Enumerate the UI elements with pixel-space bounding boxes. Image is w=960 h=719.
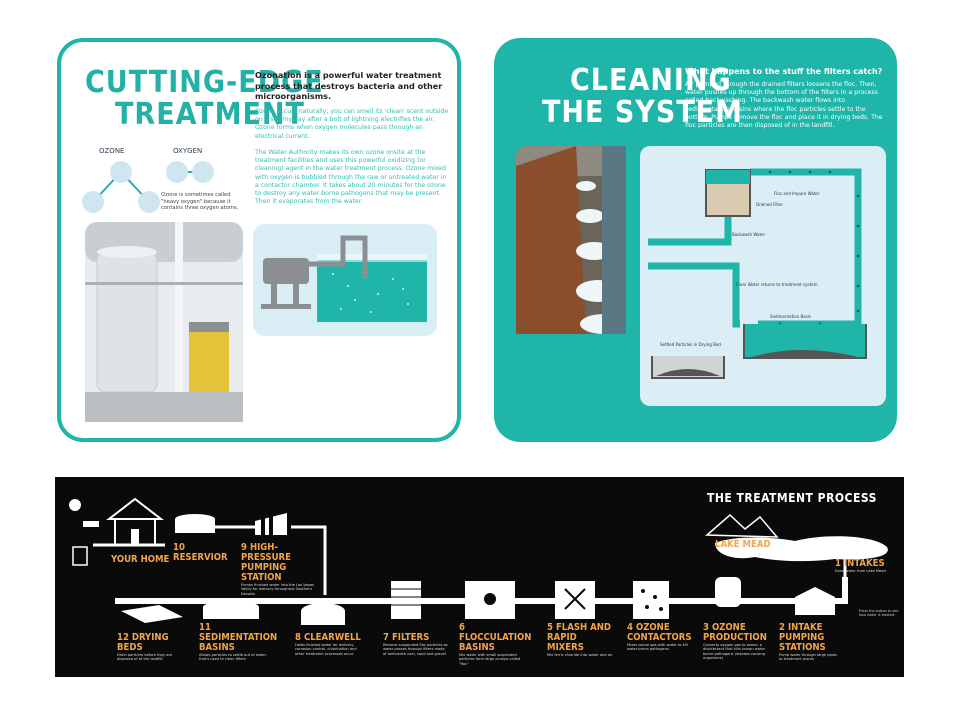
step-desc: Holds finished water for delivery, corro…: [295, 642, 357, 656]
step-number: 1: [835, 558, 841, 569]
step-name: HIGH-PRESSURE PUMPING STATION: [241, 542, 291, 583]
cleaning-title-line2: THE SYSTEM: [542, 95, 743, 130]
button-note: Press the button to see how water is tre…: [859, 609, 899, 618]
step-8: 8 CLEARWELL Holds finished water for del…: [295, 633, 367, 656]
step-9: 9 HIGH-PRESSURE PUMPING STATION Pumps fi…: [241, 543, 321, 596]
diagram-label-floc: Floc and Impure Water: [774, 191, 820, 196]
step-10: 10 RESERVIOR: [173, 543, 233, 563]
step-1: 1 INTAKES Draw water from Lake Mead: [835, 559, 901, 573]
step-number: 8: [295, 632, 301, 643]
lead-text: Ozonation is a powerful water treatment …: [255, 70, 443, 102]
step-number: 2: [779, 622, 785, 633]
step-name: SEDIMENTATION BASINS: [199, 631, 278, 653]
ozone-facility-photo: [85, 222, 243, 422]
step-number: 12: [117, 632, 129, 643]
panel-title-line2: TREATMENT: [115, 97, 305, 132]
panel-title-line1: CUTTING-EDGE: [85, 65, 324, 100]
step-name: INTAKE PUMPING STATIONS: [779, 622, 826, 653]
backwash-photo: [516, 146, 626, 334]
filters-question: What happens to the stuff the filters ca…: [685, 67, 883, 76]
oxygen-label: OXYGEN: [173, 147, 203, 155]
step-number: 6: [459, 622, 465, 633]
step-6: 6 FLOCCULATION BASINS Mix water with sma…: [459, 622, 532, 666]
process-title: THE TREATMENT PROCESS: [707, 491, 877, 505]
step-number: 5: [547, 622, 553, 633]
step-7: 7 FILTERS Remove suspended floc particle…: [383, 633, 449, 656]
step-12: 12 DRYING BEDS Drain particles before th…: [117, 633, 187, 662]
step-desc: Pumps finished water into the Las Vegas …: [241, 582, 314, 596]
step-desc: Converts oxygen gas to ozone, a disinfec…: [703, 642, 767, 661]
step-number: 11: [199, 622, 211, 633]
diagram-label-backwash: Backwash Water: [732, 232, 766, 237]
lake-label: LAKE MEAD: [715, 539, 771, 550]
step-3: 3 OZONE PRODUCTION Converts oxygen gas t…: [703, 623, 769, 661]
step-name: OZONE CONTACTORS: [627, 622, 692, 643]
cleaning-title-line1: CLEANING: [570, 63, 732, 98]
diagram-label-settled: Settled Particles in Drying Bed: [660, 342, 721, 347]
step-desc: Mixes ozone gas with water to kill water…: [627, 642, 688, 652]
backwash-diagram: Floc and Impure Water Drained Filter Bac…: [640, 146, 886, 406]
filters-answer: Air pumped through the drained filters l…: [685, 81, 883, 129]
ozone-note: Ozone is sometimes called "heavy oxygen"…: [161, 192, 239, 211]
cleaning-panel: CLEANING THE SYSTEM What happens to the …: [494, 38, 897, 442]
step-number: 7: [383, 632, 389, 643]
step-name: DRYING BEDS: [117, 632, 169, 653]
treatment-process-strip: THE TREATMENT PROCESS LAKE MEAD YOUR HOM…: [55, 477, 904, 677]
step-desc: Allows particles to settle out of water …: [199, 652, 267, 662]
your-home-label: YOUR HOME: [111, 554, 170, 565]
step-4: 4 OZONE CONTACTORS Mixes ozone gas with …: [627, 622, 692, 652]
ozonation-panel: CUTTING-EDGE TREATMENT Ozonation is a po…: [57, 38, 461, 442]
step-desc: Drain particles before they are disposed…: [117, 652, 173, 662]
ozone-paragraph-2: The Water Authority makes its own ozone …: [255, 149, 447, 206]
step-name: FLOCCULATION BASINS: [459, 631, 532, 653]
step-name: OZONE PRODUCTION: [703, 622, 767, 643]
diagram-label-drained: Drained Filter: [756, 202, 783, 207]
diagram-label-clear: Clear Water returns to treatment system: [736, 282, 818, 287]
step-desc: Mix water with small suspended particles…: [459, 652, 521, 666]
step-name: CLEARWELL: [303, 632, 361, 643]
ozone-label: OZONE: [99, 147, 125, 155]
step-2: 2 INTAKE PUMPING STATIONS Pump water thr…: [779, 623, 841, 662]
diagram-label-sedimentation: Sedimentation Basin: [770, 314, 812, 319]
step-number: 3: [703, 622, 709, 633]
step-5: 5 FLASH AND RAPID MIXERS Mix ferric chlo…: [547, 623, 613, 657]
step-desc: Draw water from Lake Mead: [835, 568, 886, 573]
ozone-paragraph-1: Ozone occurs naturally; you can smell it…: [255, 108, 449, 140]
ozone-contactor-diagram: [253, 224, 437, 336]
step-11: 11 SEDIMENTATION BASINS Allows particles…: [199, 622, 277, 662]
step-name: INTAKES: [843, 558, 885, 569]
step-number: 10: [173, 542, 185, 553]
step-name: RESERVIOR: [173, 551, 228, 563]
molecule-diagram: [82, 161, 214, 213]
step-desc: Pump water through large pipes to treatm…: [779, 652, 837, 662]
step-desc: Remove suspended floc particles as water…: [383, 642, 448, 656]
step-number: 4: [627, 622, 633, 633]
step-name: FILTERS: [391, 632, 430, 643]
step-name: FLASH AND RAPID MIXERS: [547, 622, 611, 653]
process-pipeline: [69, 497, 888, 625]
step-number: 9: [241, 542, 247, 553]
step-desc: Mix ferric chloride into water and air: [547, 652, 613, 657]
